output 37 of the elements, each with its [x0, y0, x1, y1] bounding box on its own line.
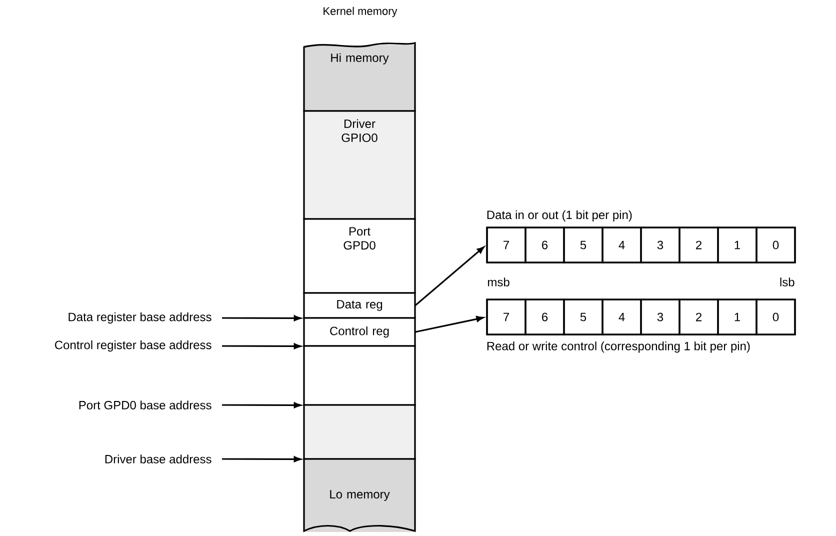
bit-cell: 2: [678, 226, 719, 264]
memory-block: Lo memory: [303, 458, 416, 532]
bit-cell: 1: [717, 298, 758, 336]
arrow: [414, 246, 484, 306]
arrow: [415, 316, 484, 333]
bit-cell: 5: [563, 298, 604, 336]
bit-order-label: lsb: [780, 278, 794, 286]
bit-cell: 1: [717, 226, 758, 264]
node-label: Read or write control (corresponding 1 bit per pin): [487, 342, 750, 353]
bit-cell: 4: [602, 298, 642, 336]
arrow: [222, 402, 302, 408]
arrow: [222, 343, 302, 350]
memory-block: Control reg: [303, 317, 416, 347]
bit-cell: 7: [486, 226, 526, 264]
address-label: Port GPD0 base address: [79, 400, 212, 410]
bit-cell: 2: [678, 298, 719, 336]
empty-memory-block: [303, 404, 416, 460]
bit-cell: 7: [486, 298, 526, 336]
address-label: Control register base address: [55, 340, 212, 352]
address-label: Data register base address: [68, 312, 212, 324]
bit-cell: 6: [524, 298, 565, 336]
arrow: [222, 315, 302, 322]
bit-cell: 6: [524, 226, 565, 264]
bit-cell: 3: [640, 226, 680, 264]
bit-cell: 5: [563, 226, 604, 264]
memory-block: Driver GPIO0: [303, 110, 416, 220]
memory-block: Hi memory: [303, 42, 416, 112]
bit-cell: 0: [756, 298, 796, 336]
address-label: Driver base address: [105, 454, 212, 464]
node-label: Data in or out (1 bit per pin): [487, 210, 632, 222]
bit-cell: 3: [640, 298, 680, 336]
bit-cell: 0: [756, 226, 796, 264]
bit-cell: 4: [602, 226, 642, 264]
arrow: [222, 456, 302, 462]
heading: Kernel memory: [324, 6, 398, 18]
memory-block: Data reg: [303, 292, 416, 319]
bit-order-label: msb: [488, 278, 510, 286]
